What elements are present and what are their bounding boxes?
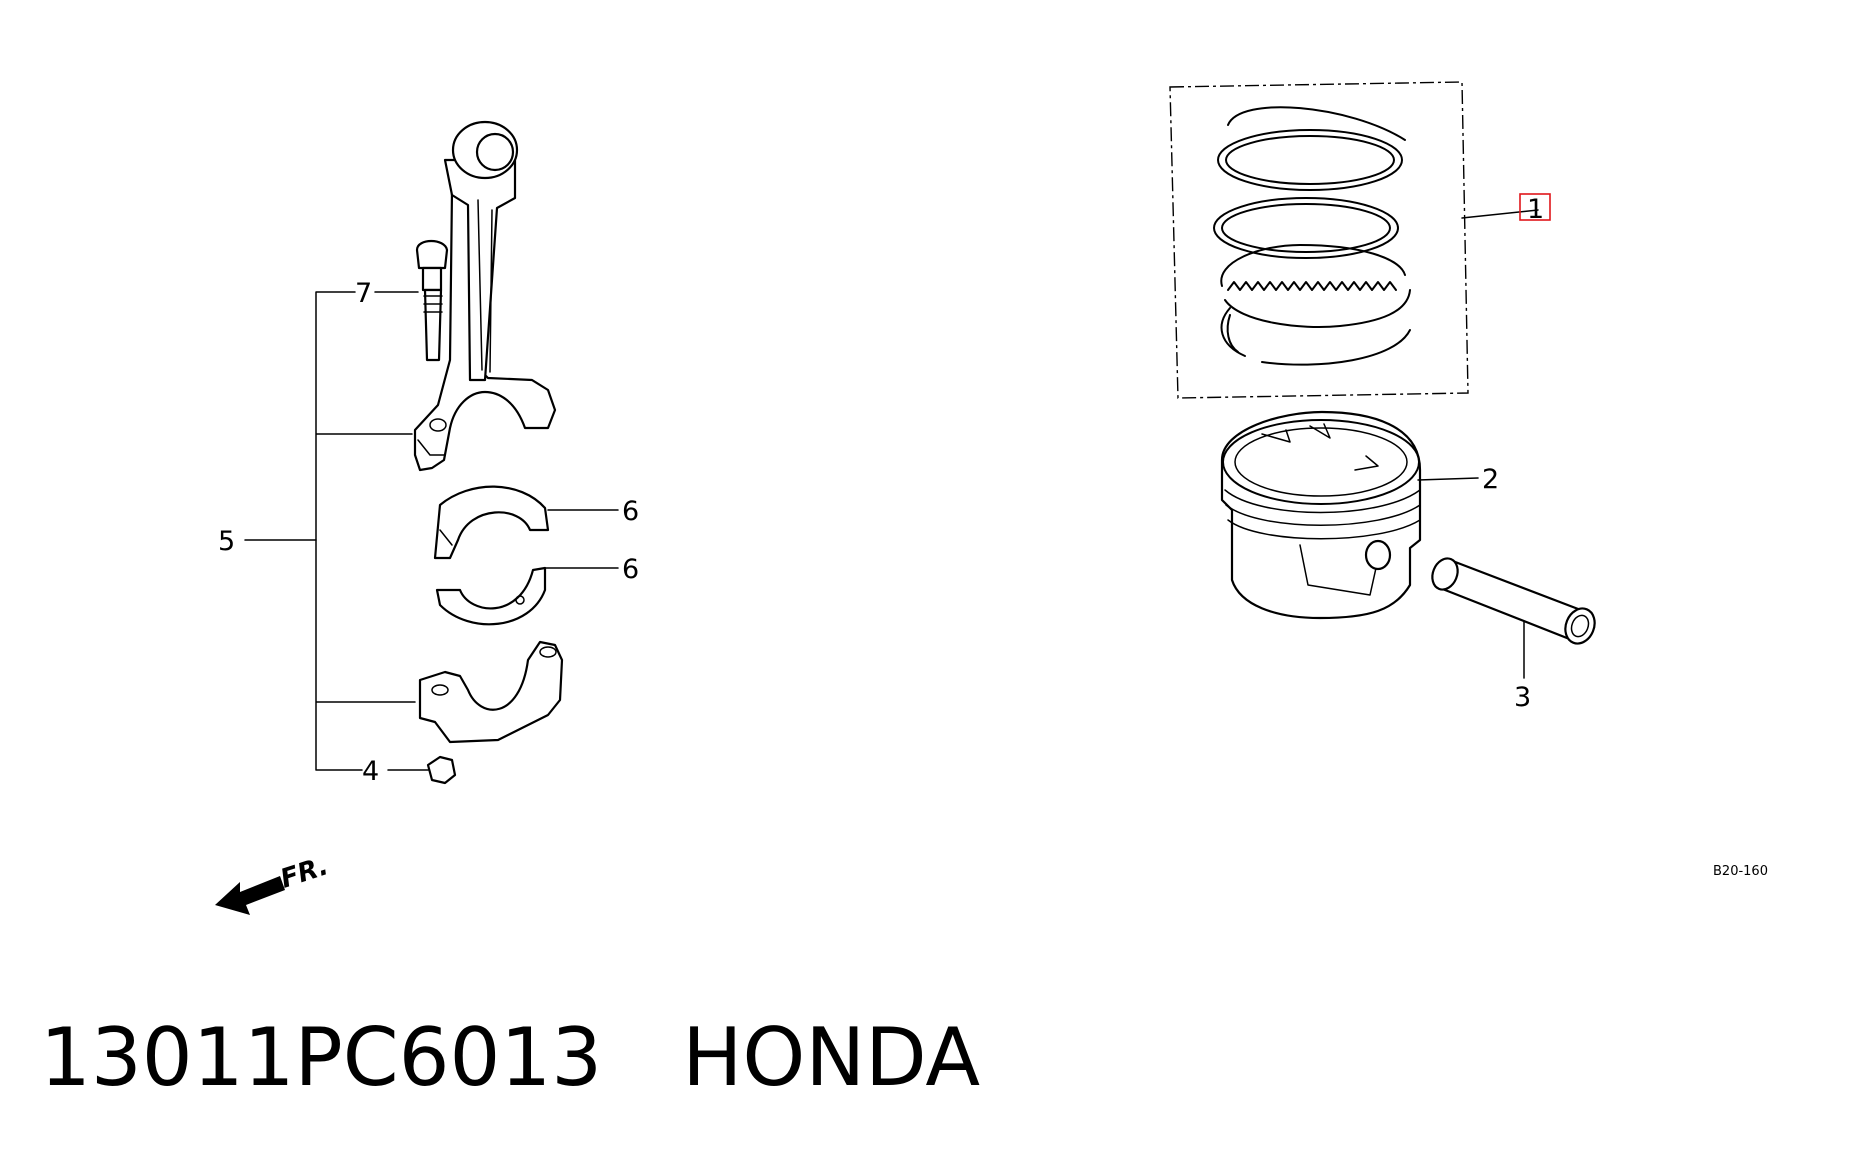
callout-leader-2 [1417,477,1479,481]
callout-6-lower: 6 [622,554,639,585]
part-number: 13011PC6013 [40,1011,603,1104]
assembly-bracket [315,291,416,771]
front-direction-indicator: FR. [215,851,332,915]
callout-6-upper: 6 [622,496,639,527]
callout-leader-1 [1461,209,1539,219]
bearing-shell-upper [433,485,550,560]
front-arrow-icon [215,876,285,915]
callout-5: 5 [218,526,235,557]
brand-name: HONDA [682,1011,981,1104]
connecting-rod [413,120,557,472]
piston [1220,410,1422,620]
connecting-rod-group: 7 5 6 6 4 [218,120,639,787]
callout-1: 1 [1527,194,1544,225]
ring-set-frame [1169,81,1469,399]
callout-3: 3 [1514,682,1531,713]
callout-7: 7 [355,278,372,309]
piston-pin [1431,557,1596,645]
rod-cap [418,640,564,744]
bearing-shell-lower [435,566,547,626]
highlight-box [1519,193,1551,221]
front-direction-label: FR. [277,851,332,894]
bolt [415,239,449,362]
callout-4: 4 [362,756,379,787]
piston-ring-group: 1 [1169,81,1551,399]
piston-rings [1213,106,1411,366]
callout-2: 2 [1482,464,1499,495]
diagram-reference-code: B20-160 [1713,864,1768,879]
nut [426,755,457,785]
